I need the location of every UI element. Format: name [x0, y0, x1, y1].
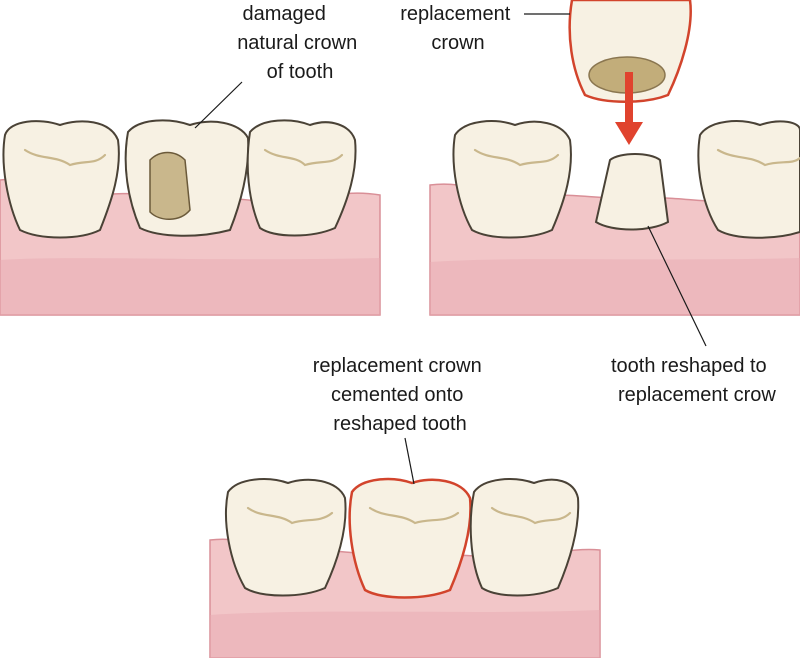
- panel-damaged-tooth: damaged natural crown of tooth: [0, 3, 381, 316]
- reshaped-label-line-1: tooth reshaped to: [611, 355, 767, 377]
- right-molar-3-groove: [716, 148, 800, 167]
- cemented-label-line-3: reshaped tooth: [333, 413, 466, 435]
- bottom-molar-1: [225, 478, 347, 597]
- reshaped-leader-line: [647, 225, 707, 347]
- cemented-label: replacement crown cemented onto reshaped…: [313, 355, 488, 435]
- replacement-label-line-2: crown: [431, 32, 484, 54]
- panel-reshaped-tooth: replacement crown tooth reshaped to repl…: [400, 0, 800, 406]
- cemented-crown: [348, 477, 472, 599]
- damaged-tooth-crack: [149, 151, 191, 220]
- cemented-label-line-1: replacement crown: [313, 355, 482, 377]
- gum-shadow-top-left: [0, 258, 380, 315]
- gum-shadow-bottom: [210, 610, 600, 658]
- panel-cemented-crown: replacement crown cemented onto reshaped…: [209, 355, 601, 658]
- left-molar-3-groove: [263, 148, 344, 167]
- left-molar-3: [246, 119, 357, 237]
- left-molar-1-groove: [23, 148, 107, 167]
- reshaped-tooth-stump: [594, 153, 670, 231]
- right-molar-1: [452, 120, 572, 239]
- bottom-molar-3-groove: [490, 506, 572, 525]
- bottom-molar-3: [469, 478, 580, 597]
- damaged-label-line-2: natural crown: [237, 32, 357, 54]
- left-molar-1: [2, 120, 120, 239]
- replacement-label: replacement crown: [400, 3, 516, 54]
- damaged-label-line-3: of tooth: [267, 61, 334, 83]
- cemented-label-line-2: cemented onto: [331, 384, 463, 406]
- right-molar-3: [697, 120, 800, 239]
- reshaped-label-line-2: replacement crow: [618, 384, 776, 406]
- gum-shadow-top-right: [430, 258, 800, 315]
- cemented-crown-groove: [368, 506, 460, 525]
- damaged-leader-line: [194, 81, 243, 129]
- cemented-leader-line: [404, 437, 415, 485]
- damaged-label-line-1: damaged: [243, 3, 326, 25]
- replacement-label-line-1: replacement: [400, 3, 511, 25]
- reshaped-label: tooth reshaped to replacement crow: [611, 355, 776, 406]
- crown-placement-arrow-head: [615, 122, 643, 145]
- bottom-molar-1-groove: [246, 506, 334, 525]
- damaged-tooth-fracture-line: [158, 168, 187, 210]
- damaged-label: damaged natural crown of tooth: [237, 3, 363, 83]
- right-molar-1-groove: [473, 148, 560, 167]
- crown-placement-arrow-shaft: [625, 72, 633, 124]
